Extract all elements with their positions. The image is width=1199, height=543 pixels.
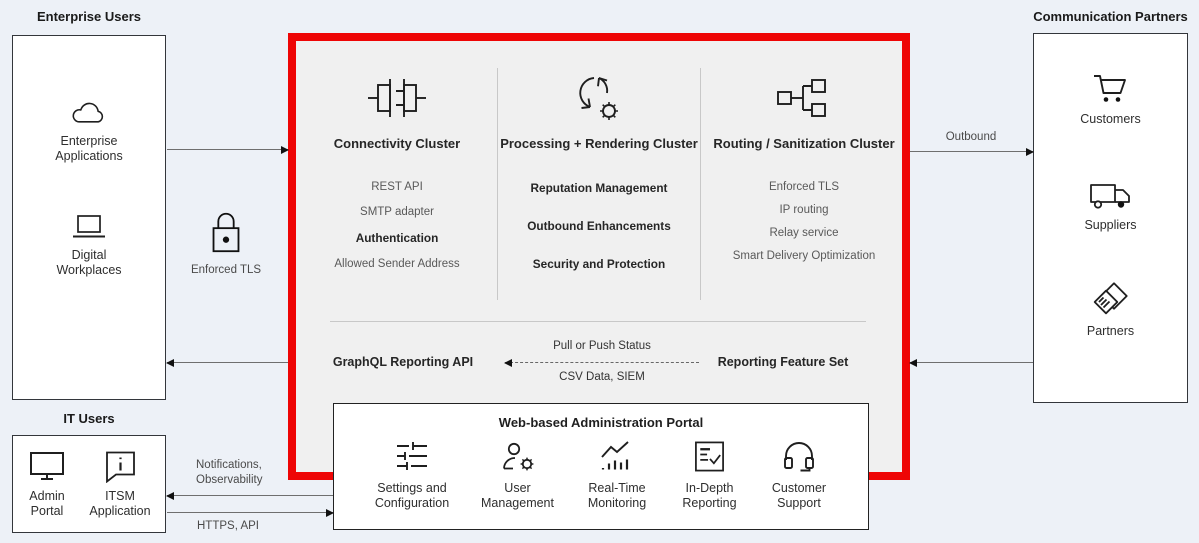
monitor-icon <box>19 449 75 483</box>
outbound-label: Outbound <box>945 131 997 143</box>
digital-workplaces-item: Digital Workplaces <box>13 212 165 279</box>
enterprise-users-box: Enterprise Applications Digital Workplac… <box>12 35 166 400</box>
laptop-icon <box>13 212 165 242</box>
item-label: Digital Workplaces <box>56 248 122 278</box>
arrow-enterprise-to-platform <box>167 146 289 154</box>
suppliers-item: Suppliers <box>1034 178 1187 233</box>
cluster-item: SMTP adapter <box>360 206 434 218</box>
admin-portal-title: Web-based Administration Portal <box>498 415 704 430</box>
cluster-item: Enforced TLS <box>768 181 840 193</box>
lock-icon <box>188 208 264 256</box>
it-users-box: Admin Portal ITSM Application <box>12 435 166 533</box>
cluster-item: Smart Delivery Optimization <box>732 250 876 262</box>
headset-icon <box>756 436 842 476</box>
customer-support-item: Customer Support <box>756 436 842 511</box>
item-label: In-Depth Reporting <box>682 481 737 510</box>
handshake-icon <box>1034 282 1187 318</box>
sync-gear-icon <box>498 62 700 134</box>
truck-icon <box>1034 178 1187 212</box>
chart-icon <box>571 436 663 476</box>
item-label: Suppliers <box>1084 218 1137 232</box>
arrowhead-right <box>1026 148 1034 156</box>
arrow-platform-to-enterprise <box>166 359 288 367</box>
item-label: Admin Portal <box>29 489 65 519</box>
arrowhead-left <box>504 359 512 367</box>
item-label: Real-Time Monitoring <box>587 481 647 510</box>
itsm-application-item: ITSM Application <box>81 449 159 520</box>
connectivity-cluster: Connectivity Cluster REST API SMTP adapt… <box>297 62 497 283</box>
network-tree-icon <box>701 62 907 134</box>
user-gear-icon <box>470 436 566 476</box>
customers-item: Customers <box>1034 70 1187 127</box>
partners-item: Partners <box>1034 282 1187 339</box>
routing-cluster: Routing / Sanitization Cluster Enforced … <box>701 62 907 273</box>
cluster-title: Processing + Rendering Cluster <box>500 136 698 151</box>
cluster-title: Connectivity Cluster <box>333 136 461 151</box>
cluster-title: Routing / Sanitization Cluster <box>713 136 895 151</box>
cluster-item: IP routing <box>779 204 829 216</box>
connector-icon <box>297 62 497 134</box>
item-label: User Management <box>481 481 554 510</box>
arrowhead-left <box>909 359 917 367</box>
admin-portal-box: Web-based Administration Portal Settings… <box>333 403 869 530</box>
reporting-feature-set-label: Reporting Feature Set <box>717 355 849 369</box>
processing-cluster: Processing + Rendering Cluster Reputatio… <box>498 62 700 295</box>
settings-configuration-item: Settings and Configuration <box>360 436 464 511</box>
arrow-itusers-to-portal <box>167 509 334 517</box>
arrow-partners-to-platform <box>909 359 1033 367</box>
csv-siem-label: CSV Data, SIEM <box>559 371 645 383</box>
item-label: Customers <box>1080 112 1141 126</box>
enforced-tls-group: Enforced TLS <box>188 208 264 276</box>
cluster-item: REST API <box>371 181 423 193</box>
cluster-divider <box>700 68 701 300</box>
item-label: Partners <box>1086 324 1135 338</box>
arrowhead-right <box>281 146 289 154</box>
cluster-item: Security and Protection <box>532 257 666 271</box>
https-api-label: HTTPS, API <box>197 520 259 532</box>
cluster-item: Authentication <box>355 231 439 245</box>
item-label: Settings and Configuration <box>374 481 450 510</box>
user-management-item: User Management <box>470 436 566 511</box>
cluster-item: Reputation Management <box>530 181 668 195</box>
info-bubble-icon <box>81 449 159 483</box>
it-users-title: IT Users <box>63 411 115 426</box>
arrowhead-right <box>326 509 334 517</box>
admin-portal-item: Admin Portal <box>19 449 75 520</box>
reporting-dashed-arrow <box>504 359 699 367</box>
cart-icon <box>1034 70 1187 106</box>
communication-partners-title: Communication Partners <box>1033 9 1188 24</box>
communication-partners-box: Customers Suppliers Partner <box>1033 33 1188 403</box>
pull-push-status-label: Pull or Push Status <box>553 340 651 352</box>
graphql-reporting-api-label: GraphQL Reporting API <box>332 355 474 369</box>
notifications-observability-label: Notifications, Observability <box>196 459 263 486</box>
cluster-item: Allowed Sender Address <box>334 258 460 270</box>
arrowhead-left <box>166 359 174 367</box>
arrow-portal-to-itusers <box>166 492 333 500</box>
reporting-divider <box>330 321 866 322</box>
checklist-icon <box>669 436 751 476</box>
cluster-divider <box>497 68 498 300</box>
arrowhead-left <box>166 492 174 500</box>
cluster-item: Relay service <box>769 227 839 239</box>
cluster-item: Outbound Enhancements <box>527 219 671 233</box>
enterprise-applications-item: Enterprise Applications <box>13 98 165 165</box>
in-depth-reporting-item: In-Depth Reporting <box>669 436 751 511</box>
enforced-tls-label: Enforced TLS <box>190 264 262 276</box>
enterprise-users-title: Enterprise Users <box>36 9 142 24</box>
item-label: Enterprise Applications <box>55 134 123 164</box>
cloud-icon <box>13 98 165 128</box>
item-label: Customer Support <box>771 481 827 510</box>
arrow-outbound <box>910 148 1034 156</box>
sliders-icon <box>360 436 464 476</box>
item-label: ITSM Application <box>89 489 151 519</box>
real-time-monitoring-item: Real-Time Monitoring <box>571 436 663 511</box>
